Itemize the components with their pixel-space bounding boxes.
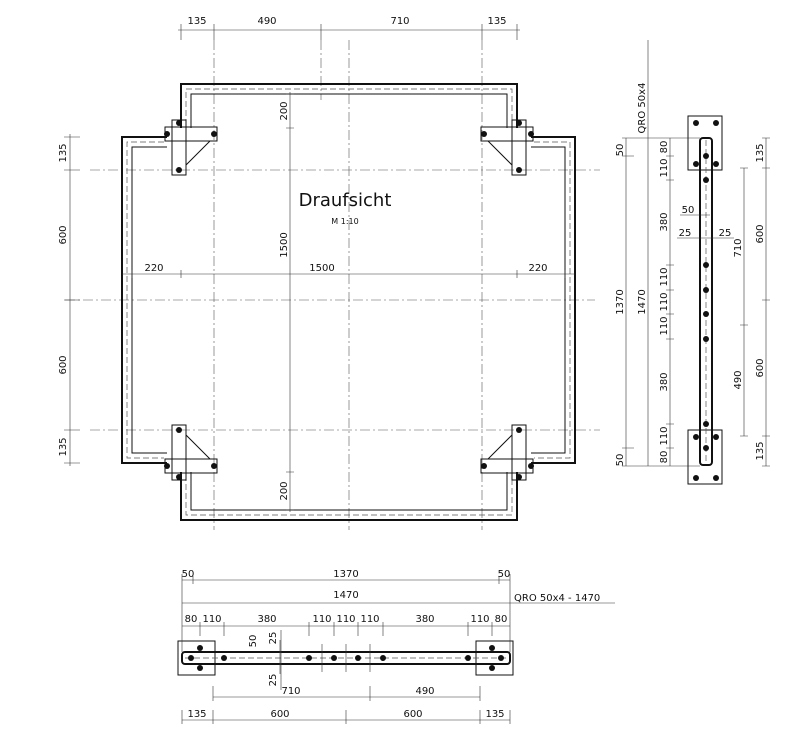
dim-label: 380: [257, 614, 276, 625]
end-plate: [687, 429, 723, 485]
dim-label: 710: [390, 16, 409, 27]
dim-label: 600: [58, 355, 69, 374]
dim-label: 25: [268, 674, 279, 687]
dim-label: 110: [360, 614, 379, 625]
dim-label: 80: [659, 451, 670, 464]
inner-horizontal-dimension: 220 1500 220: [122, 263, 575, 278]
top-beam: [180, 83, 518, 128]
dim-label: 135: [755, 441, 766, 460]
dim-label: 600: [755, 224, 766, 243]
dim-label: 710: [733, 238, 744, 257]
plan-view: 135 490 710 135 135 600 600 135 200 1500…: [58, 16, 600, 530]
profile-label: QRO 50x4: [637, 83, 648, 134]
dim-label: 50: [615, 454, 626, 467]
dim-label: 600: [270, 709, 289, 720]
dim-label: 110: [659, 292, 670, 311]
dim-label: 110: [470, 614, 489, 625]
dim-label: 490: [733, 370, 744, 389]
dim-label: 200: [279, 101, 290, 120]
corner-connector: [164, 119, 218, 176]
dim-label: 1500: [309, 263, 334, 274]
dim-label: 1370: [333, 569, 358, 580]
dim-label: 25: [268, 632, 279, 645]
dim-label: 50: [498, 569, 511, 580]
dim-label: 600: [755, 358, 766, 377]
dim-label: 1470: [637, 289, 648, 314]
dim-label: 110: [336, 614, 355, 625]
profile-label: QRO 50x4 - 1470: [514, 593, 600, 604]
dim-label: 490: [415, 686, 434, 697]
end-plate: [687, 115, 723, 171]
bottom-beam: [180, 472, 518, 521]
dim-label: 380: [659, 212, 670, 231]
dim-label: 380: [415, 614, 434, 625]
dim-label: 25: [679, 228, 692, 239]
dim-label: 110: [312, 614, 331, 625]
dim-label: 110: [659, 316, 670, 335]
corner-connector: [164, 424, 218, 481]
dim-label: 600: [58, 225, 69, 244]
top-dimension: 135 490 710 135: [178, 16, 520, 40]
dim-label: 1370: [615, 289, 626, 314]
dim-label: 50: [682, 205, 695, 216]
dim-label: 50: [248, 635, 259, 648]
left-dimension: 135 600 600 135: [58, 134, 80, 466]
dim-label: 135: [187, 709, 206, 720]
dim-label: 220: [528, 263, 547, 274]
bottom-view: 50 1370 50 1470 QRO 50x4 - 1470 80 110 3…: [177, 569, 615, 724]
dim-label: 80: [659, 141, 670, 154]
dim-label: 135: [755, 143, 766, 162]
corner-connector: [480, 424, 534, 481]
dim-label: 135: [187, 16, 206, 27]
dim-label: 50: [182, 569, 195, 580]
dim-label: 200: [279, 481, 290, 500]
dim-label: 110: [202, 614, 221, 625]
dim-label: 490: [257, 16, 276, 27]
dim-label: 80: [495, 614, 508, 625]
dim-label: 110: [659, 158, 670, 177]
dim-label: 135: [487, 16, 506, 27]
dim-label: 80: [185, 614, 198, 625]
dim-label: 50: [615, 144, 626, 157]
dim-label: 600: [403, 709, 422, 720]
left-beam: [121, 136, 167, 464]
dim-label: 25: [719, 228, 732, 239]
corner-connector: [480, 119, 534, 176]
dim-label: 110: [659, 426, 670, 445]
drawing-scale: M 1:10: [331, 217, 358, 226]
dim-label: 135: [485, 709, 504, 720]
dim-label: 220: [144, 263, 163, 274]
dim-label: 135: [58, 143, 69, 162]
drawing-title: Draufsicht: [299, 190, 392, 211]
right-beam: [531, 136, 576, 464]
bolts: [693, 120, 719, 481]
dim-label: 135: [58, 437, 69, 456]
dim-label: 110: [659, 267, 670, 286]
inner-vertical-dimension: 200 1500 200: [279, 92, 294, 512]
dim-label: 380: [659, 372, 670, 391]
profile-bar: [699, 137, 713, 466]
side-view: 50 50 1370 1470 QRO 50x4 80 110 380 110 …: [615, 40, 770, 485]
dim-label: 710: [281, 686, 300, 697]
dim-label: 1470: [333, 590, 358, 601]
dim-label: 1500: [279, 232, 290, 257]
bolts: [188, 645, 504, 671]
